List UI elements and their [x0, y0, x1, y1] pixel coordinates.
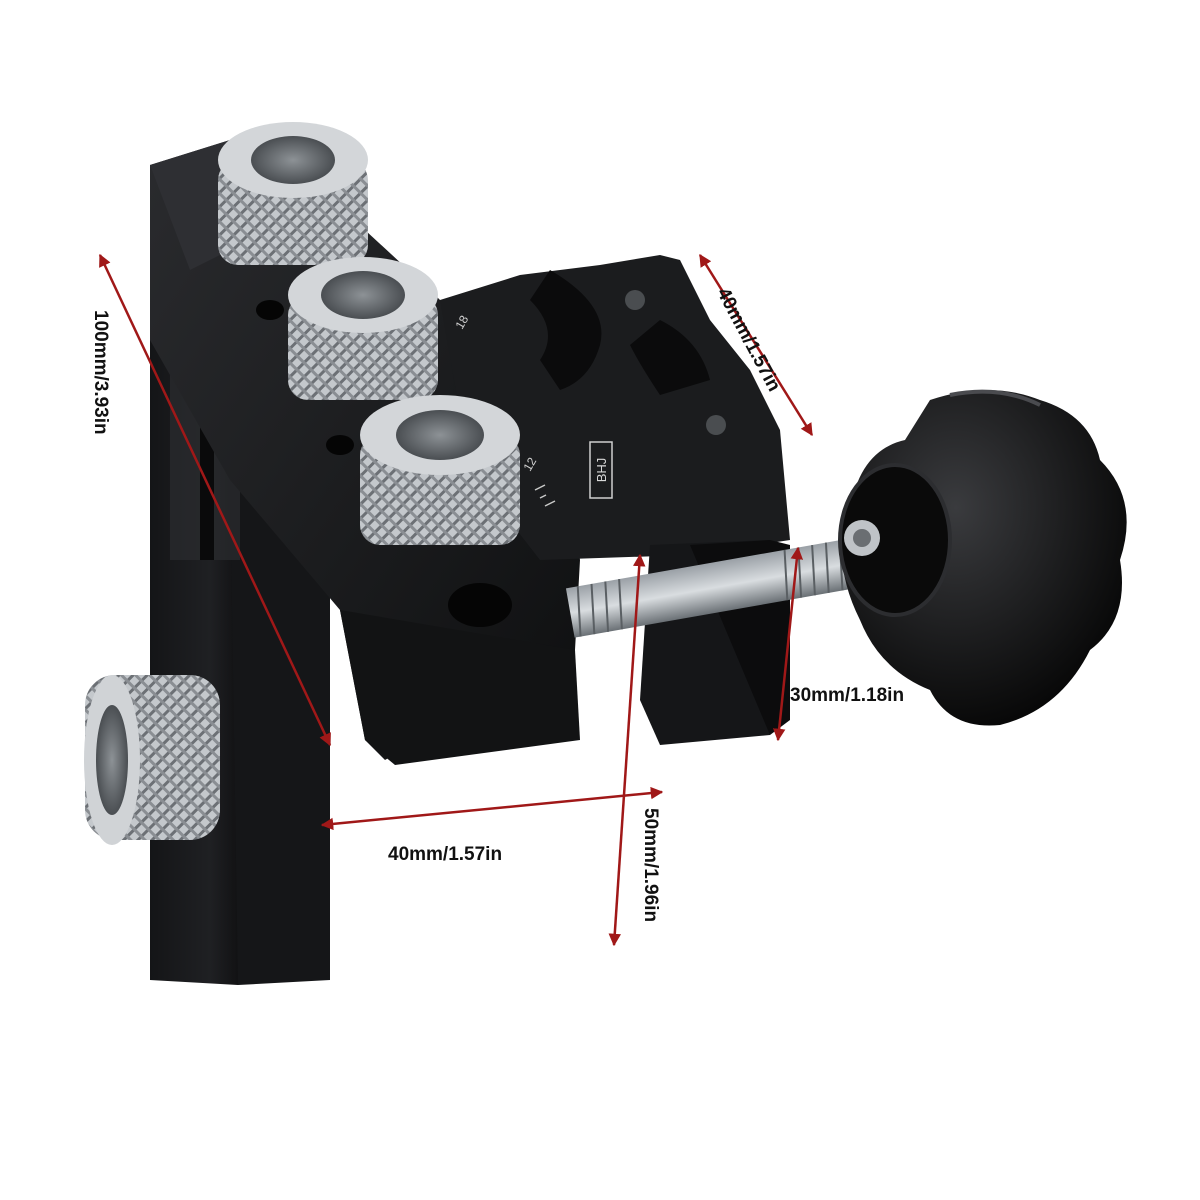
brand-mark: BHJ: [594, 458, 609, 483]
brand-label-box: BHJ: [589, 441, 613, 499]
mounting-hole: [448, 583, 512, 627]
drill-bushing-1: [218, 122, 368, 265]
clamp-opening-dimension-line: [772, 546, 804, 742]
screw-hole: [706, 415, 726, 435]
mounting-hole: [256, 300, 284, 320]
side-drill-bushing: [84, 675, 220, 845]
top-width-dimension-line: [698, 253, 814, 437]
depth-dimension-label: 50mm/1.96in: [640, 808, 661, 923]
base-width-dimension-line: [320, 786, 664, 831]
height-dimension-line: [98, 253, 332, 747]
screw-hole: [625, 290, 645, 310]
clamp-knob: [838, 389, 1127, 726]
ruler-scale: [534, 484, 556, 507]
height-dimension-label: 100mm/3.93in: [90, 310, 111, 435]
mounting-hole: [326, 435, 354, 455]
clamp-opening-dimension-label: 30mm/1.18in: [790, 685, 905, 706]
side-scale-mark: 18: [452, 313, 471, 332]
depth-dimension-line: [608, 553, 646, 947]
front-scale-mark: 12: [520, 455, 539, 474]
dimension-lines: [98, 253, 814, 947]
drill-bushing-2: [288, 257, 438, 400]
base-width-dimension-label: 40mm/1.57in: [388, 844, 503, 865]
drill-bushing-3: [360, 395, 520, 545]
